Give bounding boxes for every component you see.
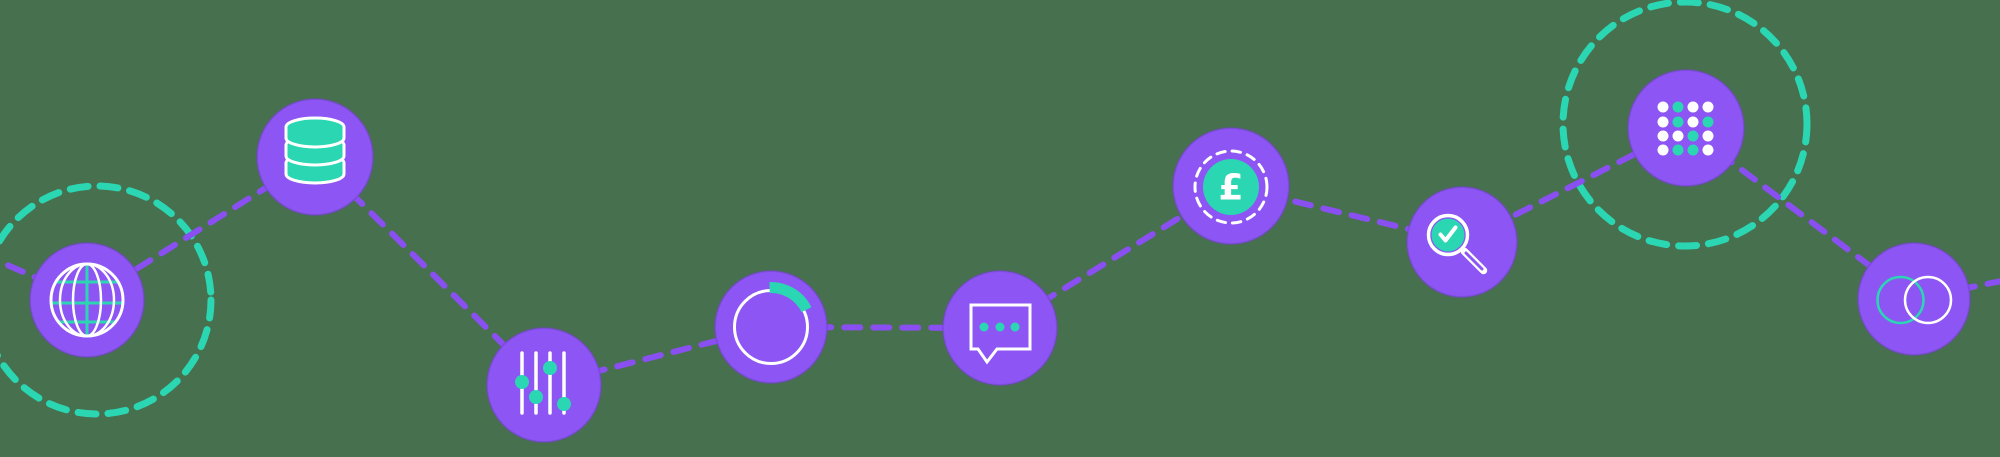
pound-symbol-text: £ [1218,168,1243,209]
node-circle [486,327,602,443]
halo-dashed-ring [1559,0,1811,250]
node-magnifier-check [1406,186,1518,298]
database-icon [284,116,346,185]
node-circle [1627,69,1745,187]
progress-ring-icon [733,282,812,365]
dots-grid-icon [1657,101,1714,156]
node-chat-bubble [942,270,1058,386]
node-progress-ring [714,270,828,384]
node-pound-currency: £ [1172,127,1290,245]
node-venn-diagram [1857,242,1971,356]
node-database [256,98,374,216]
pound-currency-icon: £ [1193,149,1269,225]
node-sliders [486,327,602,443]
node-circle [1857,242,1971,356]
magnifier-check-icon [1426,213,1488,275]
venn-diagram-icon [1876,275,1953,325]
node-globe [29,242,145,358]
halo-dashed-ring [0,182,215,418]
globe-icon [49,262,125,338]
sliders-icon [515,351,571,415]
chat-bubble-icon [969,303,1032,365]
node-dots-grid [1627,69,1745,187]
